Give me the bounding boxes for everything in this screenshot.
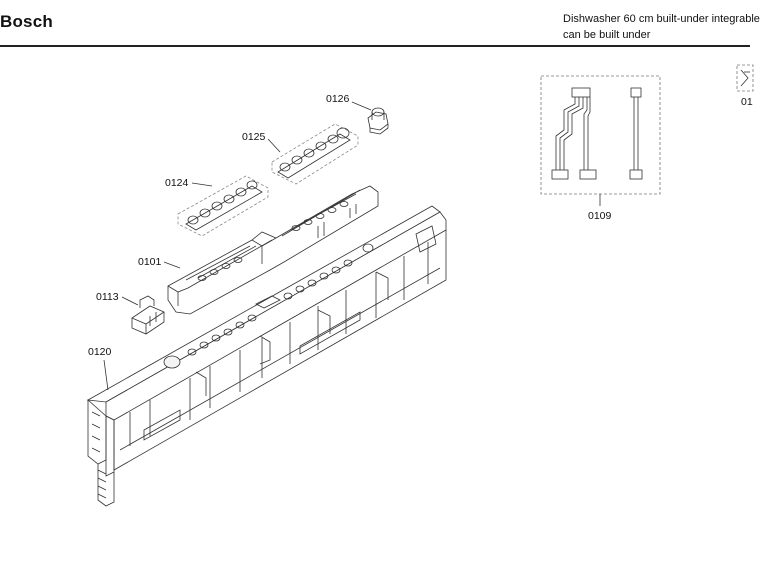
part-0124-button-strip bbox=[177, 175, 269, 237]
part-0120-control-panel bbox=[86, 205, 447, 507]
label-0101: 0101 bbox=[138, 256, 162, 268]
label-partial: 01 bbox=[741, 96, 753, 108]
label-0120: 0120 bbox=[88, 346, 112, 358]
description-line-1: Dishwasher 60 cm built-under integrable bbox=[563, 13, 760, 25]
description-line-2: can be built under bbox=[563, 29, 651, 41]
appliance-description: Dishwasher 60 cm built-under integrable … bbox=[563, 11, 760, 43]
label-0124: 0124 bbox=[165, 177, 189, 189]
part-0113-clip bbox=[121, 295, 165, 335]
part-partial-edge bbox=[736, 64, 754, 92]
label-0109: 0109 bbox=[588, 210, 612, 222]
label-0113: 0113 bbox=[96, 291, 119, 303]
header-divider bbox=[0, 45, 750, 47]
part-0109-wiring-harness bbox=[540, 75, 661, 206]
part-0125-button-strip bbox=[267, 123, 359, 185]
part-0101-button-carrier bbox=[163, 185, 379, 315]
brand-name: Bosch bbox=[0, 12, 53, 31]
part-0126-button bbox=[351, 101, 389, 135]
label-0126: 0126 bbox=[326, 93, 350, 105]
label-0125: 0125 bbox=[242, 131, 266, 143]
